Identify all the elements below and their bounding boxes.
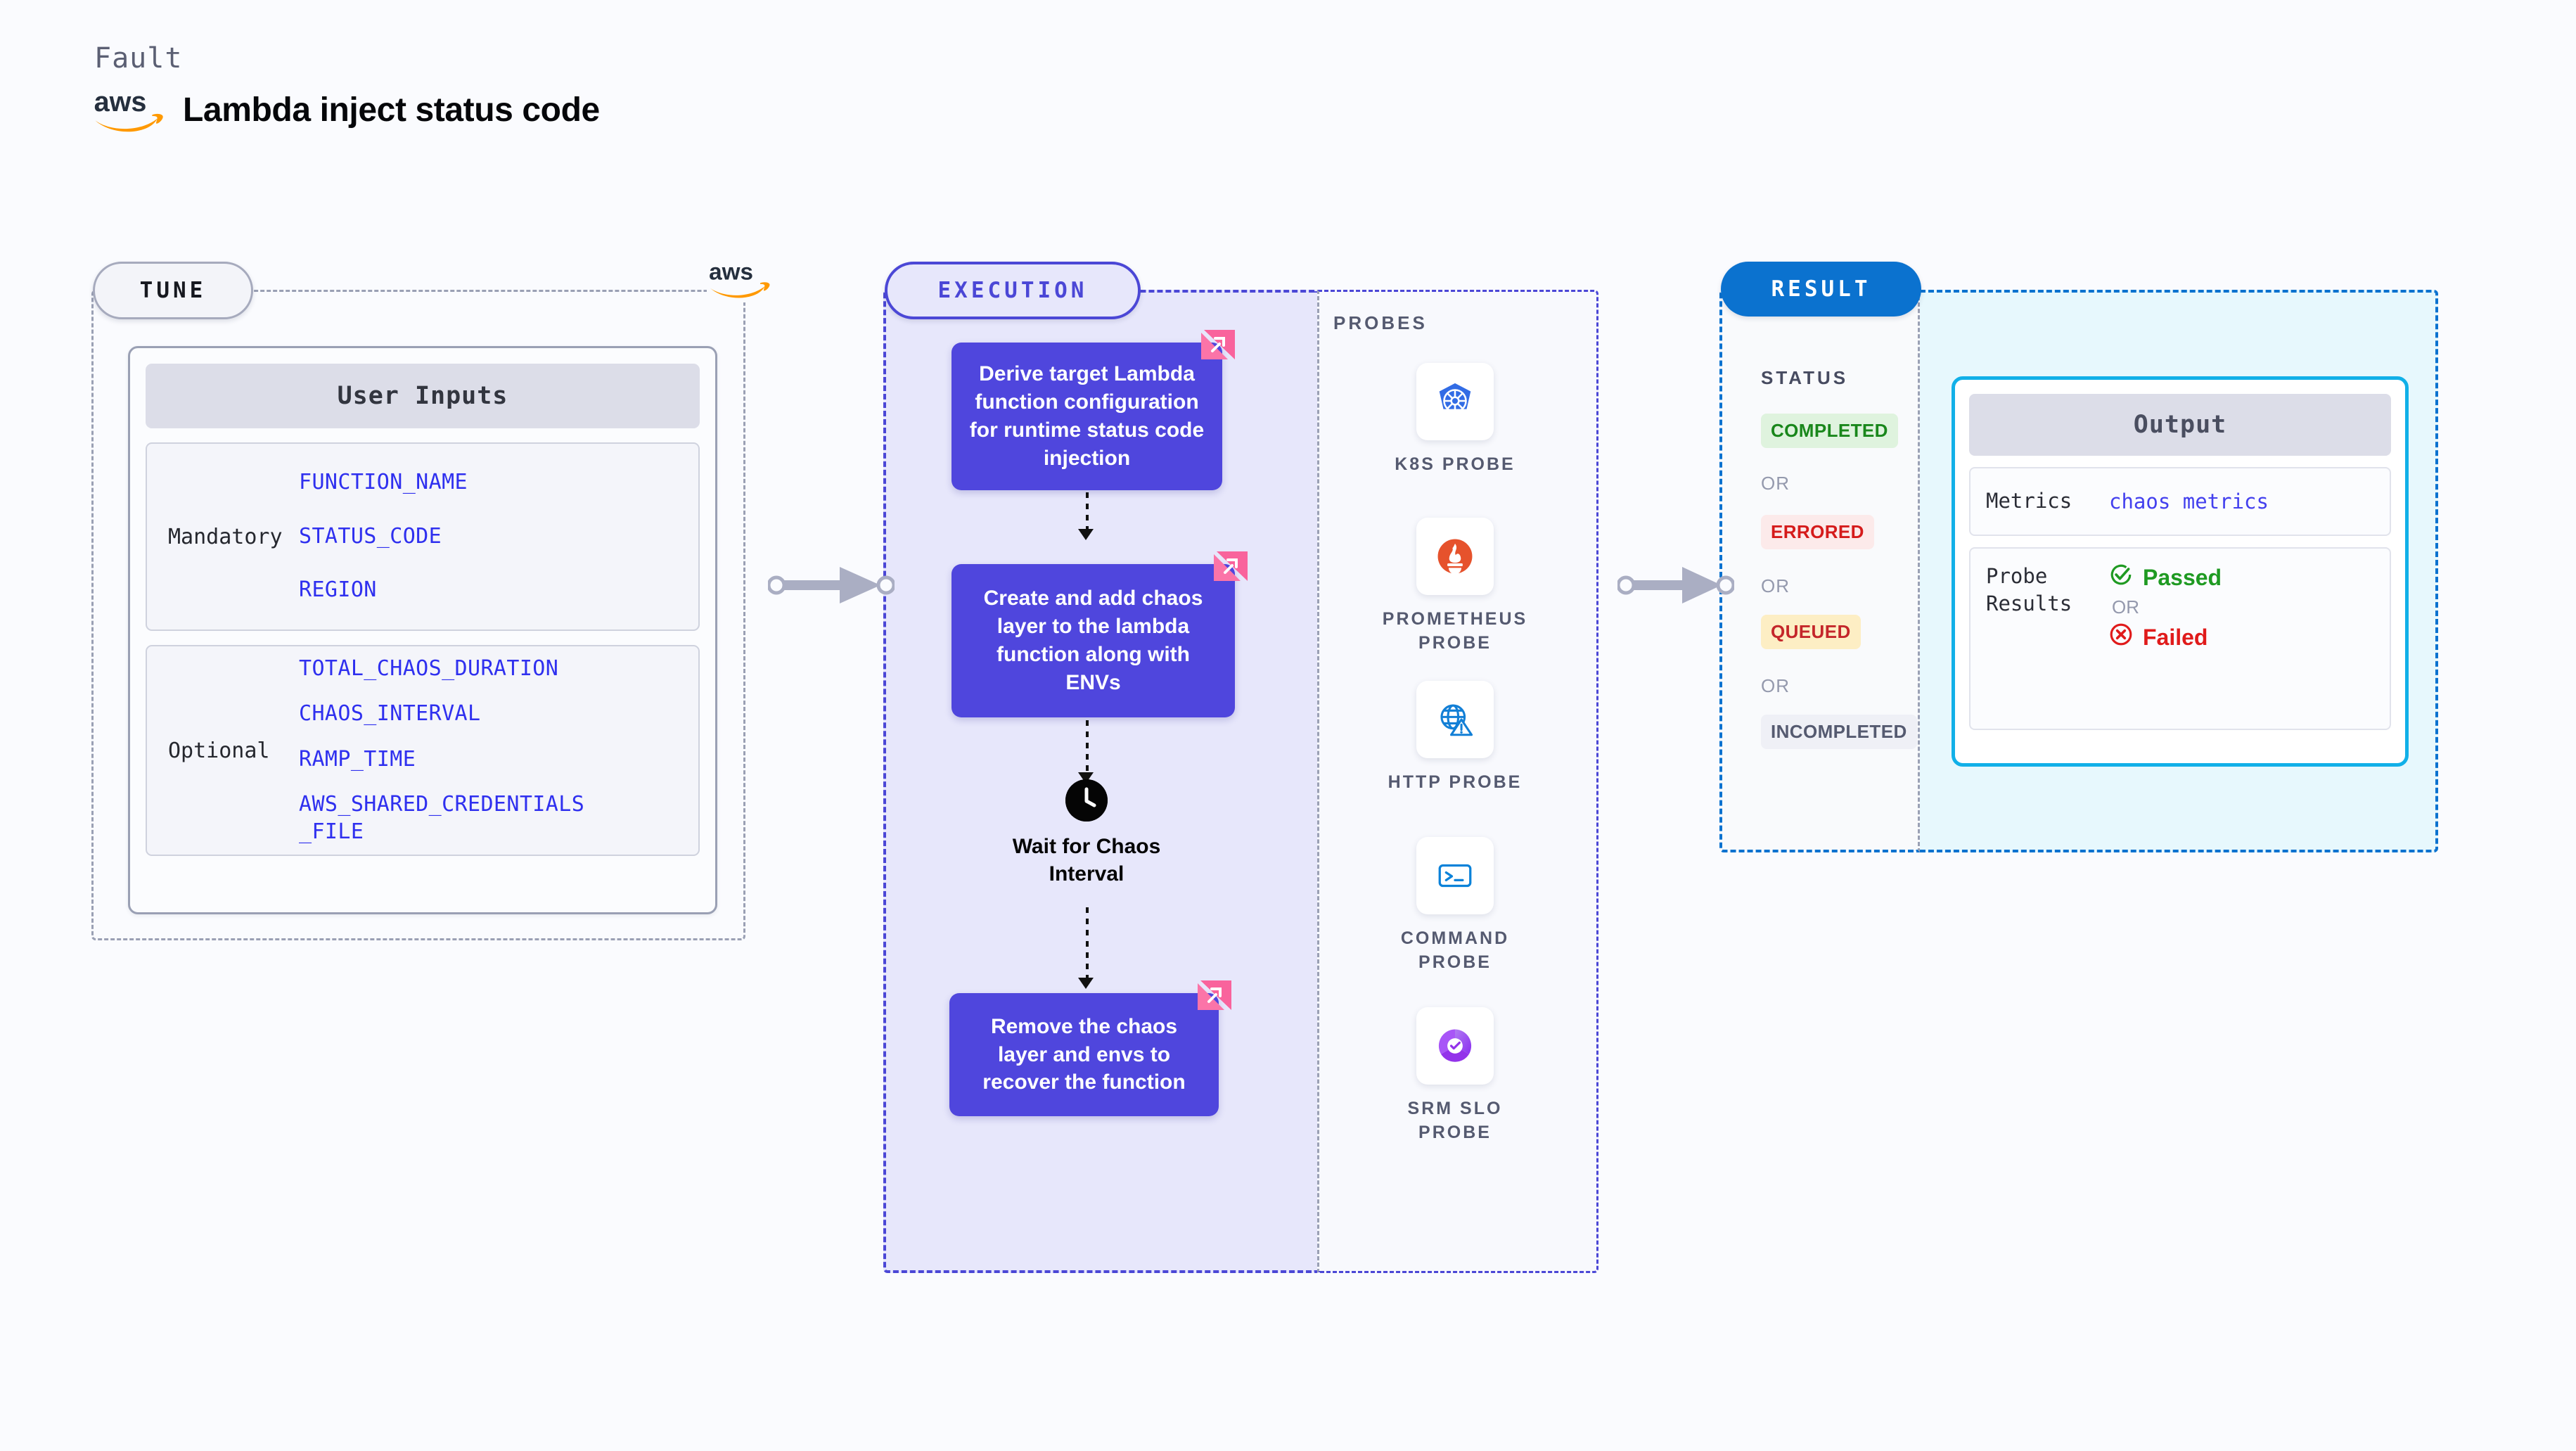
- fault-kicker: Fault: [94, 42, 183, 75]
- kubernetes-icon: [1416, 363, 1494, 440]
- tune-section: [91, 290, 745, 940]
- user-inputs-card: User Inputs Mandatory FUNCTION_NAME STAT…: [128, 346, 717, 914]
- passed-label: Passed: [2143, 564, 2222, 590]
- wait-node-label: Wait for Chaos Interval: [1012, 835, 1161, 886]
- probe-label: COMMAND PROBE: [1400, 928, 1510, 972]
- probe-label: HTTP PROBE: [1388, 772, 1523, 792]
- mandatory-input-group: Mandatory FUNCTION_NAME STATUS_CODE REGI…: [146, 442, 700, 631]
- output-card: Output Metrics chaos metrics Probe Resul…: [1952, 376, 2409, 767]
- flow-arrow-head: [1078, 529, 1094, 540]
- probes-section: [1317, 290, 1598, 1273]
- env-var: REGION: [299, 577, 377, 603]
- metrics-key-label: Metrics: [1986, 489, 2072, 513]
- wait-for-chaos-interval-node: Wait for Chaos Interval: [999, 779, 1174, 888]
- svg-text:aws: aws: [94, 87, 147, 117]
- execution-step-text: Derive target Lambda function configurat…: [969, 362, 1205, 470]
- srm-slo-donut-icon: [1416, 1007, 1494, 1085]
- probe-label: PROMETHEUS PROBE: [1382, 609, 1528, 653]
- env-var: FUNCTION_NAME: [299, 470, 468, 495]
- globe-warning-icon: [1416, 681, 1494, 758]
- mandatory-var-list: FUNCTION_NAME STATUS_CODE REGION: [299, 469, 468, 603]
- env-var: RAMP_TIME: [299, 746, 416, 772]
- env-var: CHAOS_INTERVAL: [299, 701, 481, 727]
- page-header: Fault aws Lambda inject status code: [91, 42, 600, 135]
- or-separator: OR: [2112, 596, 2139, 618]
- failed-label: Failed: [2143, 624, 2208, 650]
- prometheus-icon: [1416, 518, 1494, 595]
- title-row: aws Lambda inject status code: [91, 84, 600, 135]
- probe-label: SRM SLO PROBE: [1407, 1099, 1503, 1142]
- flow-arrow-line: [1086, 720, 1089, 776]
- env-var: TOTAL_CHAOS_DURATION: [299, 656, 559, 682]
- execution-step-text: Create and add chaos layer to the lambda…: [983, 587, 1203, 694]
- status-badge: INCOMPLETED: [1761, 715, 1917, 749]
- or-separator: OR: [1761, 473, 1790, 494]
- flow-arrow-head: [1078, 978, 1094, 989]
- execution-step: Create and add chaos layer to the lambda…: [951, 551, 1248, 717]
- connector-tune-to-execution: [767, 563, 896, 608]
- aws-logo-icon: aws: [707, 255, 774, 302]
- or-separator: OR: [1761, 675, 1790, 696]
- connector-execution-to-result: [1616, 563, 1736, 608]
- group-label-optional: Optional: [168, 738, 270, 763]
- probe-item[interactable]: HTTP PROBE: [1371, 681, 1539, 795]
- optional-var-list: TOTAL_CHAOS_DURATION CHAOS_INTERVAL RAMP…: [299, 656, 594, 845]
- output-probe-results-row: Probe Results Passed OR: [1969, 547, 2391, 730]
- execution-step-text: Remove the chaos layer and envs to recov…: [982, 1014, 1186, 1094]
- probe-results-values: Passed OR Failed: [2109, 563, 2222, 652]
- execution-step: Derive target Lambda function configurat…: [951, 330, 1235, 490]
- status-badge: ERRORED: [1761, 515, 1874, 549]
- check-circle-icon: [2109, 563, 2133, 592]
- probe-item[interactable]: COMMAND PROBE: [1371, 837, 1539, 975]
- probe-item[interactable]: K8S PROBE: [1371, 363, 1539, 477]
- env-var: AWS_SHARED_CREDENTIALS_FILE: [299, 792, 585, 844]
- status-column-label: STATUS: [1761, 367, 1849, 388]
- execution-stage-pill[interactable]: EXECUTION: [885, 262, 1141, 319]
- probe-item[interactable]: SRM SLO PROBE: [1371, 1007, 1539, 1145]
- env-var: STATUS_CODE: [299, 523, 442, 549]
- probe-item[interactable]: PROMETHEUS PROBE: [1371, 518, 1539, 656]
- terminal-icon: [1416, 837, 1494, 914]
- flow-arrow-line: [1086, 492, 1089, 533]
- group-label-mandatory: Mandatory: [168, 524, 283, 549]
- tune-stage-pill[interactable]: TUNE: [93, 262, 253, 319]
- result-status-section: [1719, 290, 1920, 852]
- page-title: Lambda inject status code: [183, 91, 600, 129]
- user-inputs-title: User Inputs: [146, 364, 700, 428]
- status-badge: QUEUED: [1761, 615, 1861, 649]
- x-circle-icon: [2109, 622, 2133, 652]
- result-stage-pill[interactable]: RESULT: [1721, 262, 1921, 317]
- output-metrics-row: Metrics chaos metrics: [1969, 467, 2391, 536]
- or-separator: OR: [1761, 575, 1790, 596]
- probe-label: K8S PROBE: [1395, 454, 1516, 474]
- metrics-value: chaos metrics: [2109, 490, 2269, 513]
- probe-result-failed: Failed: [2109, 622, 2222, 652]
- probes-section-label: PROBES: [1333, 312, 1428, 333]
- clock-icon: [1065, 779, 1108, 822]
- flow-arrow-line: [1086, 907, 1089, 981]
- status-badge: COMPLETED: [1761, 414, 1898, 448]
- aws-logo-icon: aws: [91, 84, 167, 135]
- optional-input-group: Optional TOTAL_CHAOS_DURATION CHAOS_INTE…: [146, 645, 700, 856]
- execution-step: Remove the chaos layer and envs to recov…: [949, 980, 1231, 1116]
- output-card-title: Output: [1969, 394, 2391, 456]
- probe-result-passed: Passed: [2109, 563, 2222, 592]
- probe-results-key-label: Probe Results: [1986, 564, 2072, 616]
- svg-text:aws: aws: [709, 260, 753, 286]
